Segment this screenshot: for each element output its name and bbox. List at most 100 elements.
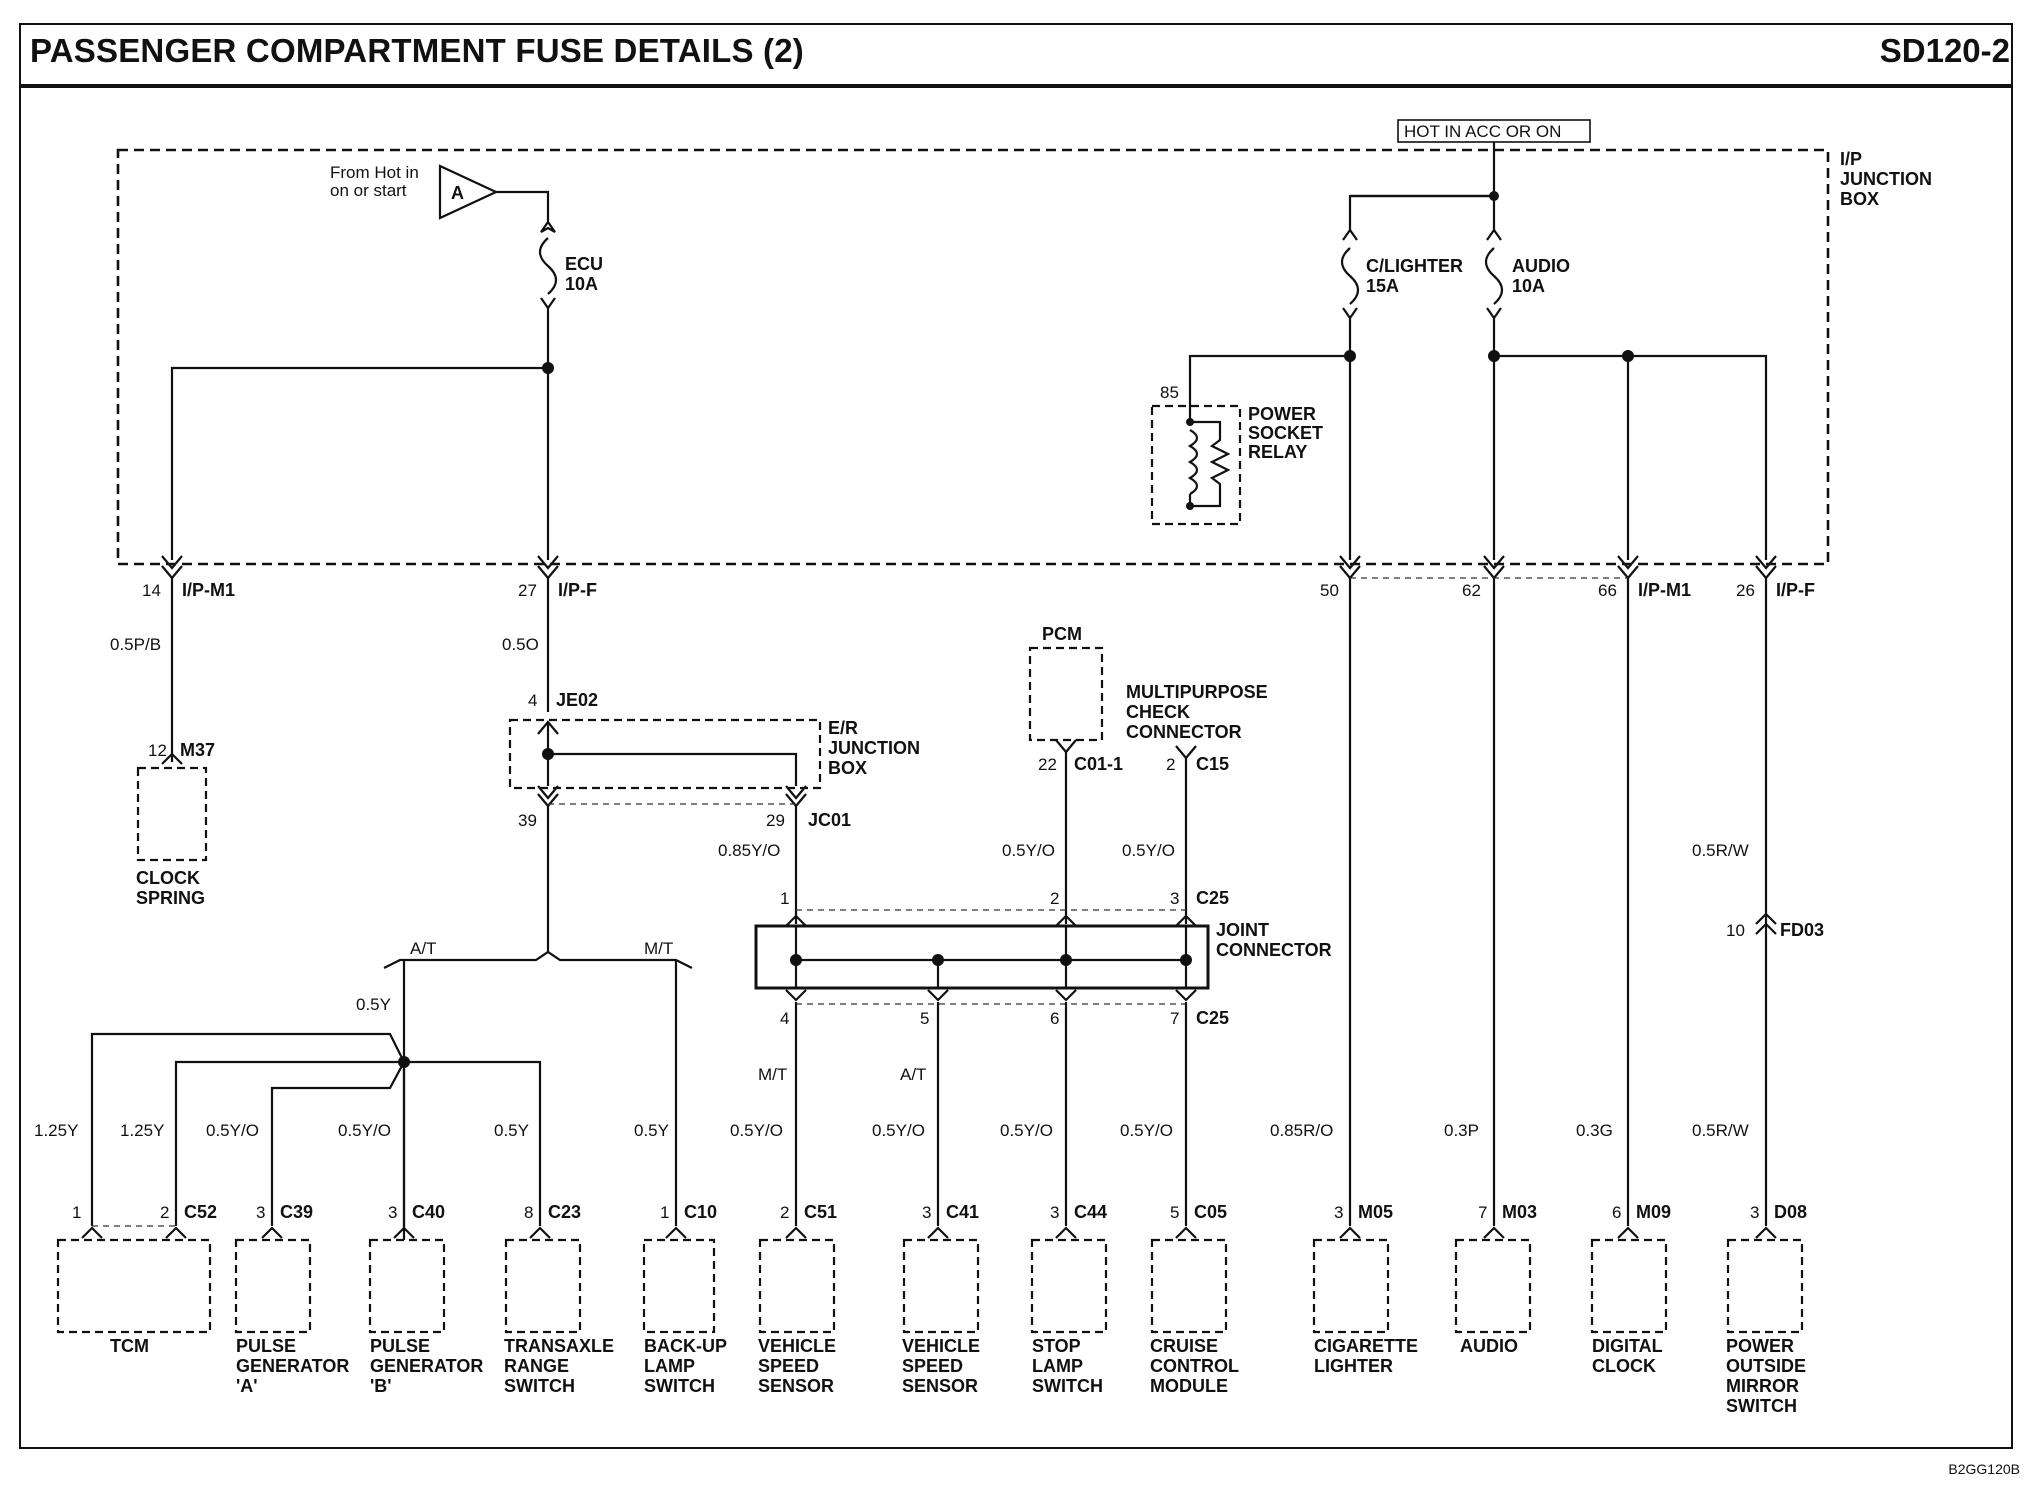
mcc-label-2: CHECK [1126,702,1190,722]
power-socket-relay [1150,404,1242,526]
ip-pin-27-conn: I/P-F [558,580,597,600]
pgb-box [368,1238,446,1334]
wire-c40-label: 0.5Y/O [338,1121,391,1140]
aud-label-1: AUDIO [1460,1336,1518,1356]
from-hot-wire [496,190,550,222]
joint-dot-1 [790,954,802,966]
ccm-label-3: MODULE [1150,1376,1228,1396]
joint-top-pin-1: 1 [780,889,789,908]
joint-dot-4 [1180,954,1192,966]
sls-pin-num: 3 [1050,1203,1059,1222]
joint-bottom-pin-5: 5 [920,1009,929,1028]
ip-pin-66-conn: I/P-M1 [1638,580,1691,600]
page-title: PASSENGER COMPARTMENT FUSE DETAILS (2) [30,32,804,69]
er-pin-29 [785,785,807,808]
audio-fuse-rating: 10A [1512,276,1545,296]
wire-c23-label: 0.5Y [494,1121,529,1140]
dclk-box [1590,1238,1668,1334]
wire-c39-label: 0.5Y/O [206,1121,259,1140]
dclk-conn: M09 [1636,1202,1671,1222]
clighter-to-relay [1188,354,1350,396]
clighter-fuse-name: C/LIGHTER [1366,256,1463,276]
wire-tcm-1 [90,1032,405,1226]
page-code: SD120-2 [1879,32,2010,69]
vss1-pin [785,1226,807,1239]
mirror-box [1726,1238,1804,1334]
ip-pin-27-num: 27 [518,581,537,600]
joint-mt-label: M/T [758,1065,787,1084]
wire-trs [404,1060,542,1226]
joint-label-1: JOINT [1216,920,1269,940]
trs-pin [529,1226,551,1239]
dclk-label-1: DIGITAL [1592,1336,1663,1356]
joint-bottom-pins [785,989,1197,1002]
ecu-to-clockspring [170,366,548,560]
footer-code: B2GG120B [1948,1461,2020,1477]
joint-bottom-pin-6: 6 [1050,1009,1059,1028]
joint-at-label: A/T [900,1065,926,1084]
pcm-box [1028,646,1104,742]
vss2-box [902,1238,980,1334]
wire-jc01-label: 0.85Y/O [718,841,780,860]
vss2-pin-num: 3 [922,1203,931,1222]
trs-pin-num: 8 [524,1203,533,1222]
er-box-label-1: E/R [828,718,858,738]
ccm-pin [1175,1226,1197,1239]
bls-label-1: BACK-UP [644,1336,727,1356]
ccm-label-1: CRUISE [1150,1336,1218,1356]
pcm-pin-num: 22 [1038,755,1057,774]
vss2-label-3: SENSOR [902,1376,978,1396]
tcm-box [56,1238,212,1334]
vss1-label-2: SPEED [758,1356,819,1376]
er-box-branch [548,752,798,786]
clock-spring-box [136,766,208,862]
relay-node-bottom [1186,502,1194,510]
pga-label-2: GENERATOR [236,1356,349,1376]
diagram-frame [19,23,2013,1449]
wire-c51-label: 0.5Y/O [730,1121,783,1140]
relay-label-3: RELAY [1248,442,1307,462]
joint-dot-3 [1060,954,1072,966]
joint-bottom-pin-4: 4 [780,1009,789,1028]
pga-box [234,1238,312,1334]
tcm-pin [165,1226,187,1239]
ccm-pin-num: 5 [1170,1203,1179,1222]
vss1-box [758,1238,836,1334]
ip-pin-14-num: 14 [142,581,161,600]
relay-label-1: POWER [1248,404,1316,424]
wire-c01-label: 0.5Y/O [1002,841,1055,860]
wire-d08-label: 0.5R/W [1692,1121,1749,1140]
relay-pin: 85 [1160,383,1179,402]
vss1-label-3: SENSOR [758,1376,834,1396]
ip-junction-box-label-3: BOX [1840,189,1879,209]
pgb-label-3: 'B' [370,1376,392,1396]
wire-pga [270,1061,405,1226]
pgb-label-1: PULSE [370,1336,430,1356]
fd03-conn: FD03 [1780,920,1824,940]
cig-label-2: LIGHTER [1314,1356,1393,1376]
ecu-fuse-rating: 10A [565,274,598,294]
tcm-conn: C52 [184,1202,217,1222]
wire-c44-label: 0.5Y/O [1000,1121,1053,1140]
vss2-conn: C41 [946,1202,979,1222]
mirror-label-1: POWER [1726,1336,1794,1356]
mirror-label-4: SWITCH [1726,1396,1797,1416]
ccm-label-2: CONTROL [1150,1356,1239,1376]
je02-pin-num: 4 [528,691,537,710]
vss2-label-2: SPEED [902,1356,963,1376]
bls-conn: C10 [684,1202,717,1222]
sls-label-3: SWITCH [1032,1376,1103,1396]
trs-label-3: SWITCH [504,1376,575,1396]
cig-pin [1339,1226,1361,1239]
er-box-label-2: JUNCTION [828,738,920,758]
pgb-label-2: GENERATOR [370,1356,483,1376]
branch-mt-label: M/T [644,939,673,958]
je02-conn: JE02 [556,690,598,710]
from-hot-line2: on or start [330,181,407,200]
trs-conn: C23 [548,1202,581,1222]
